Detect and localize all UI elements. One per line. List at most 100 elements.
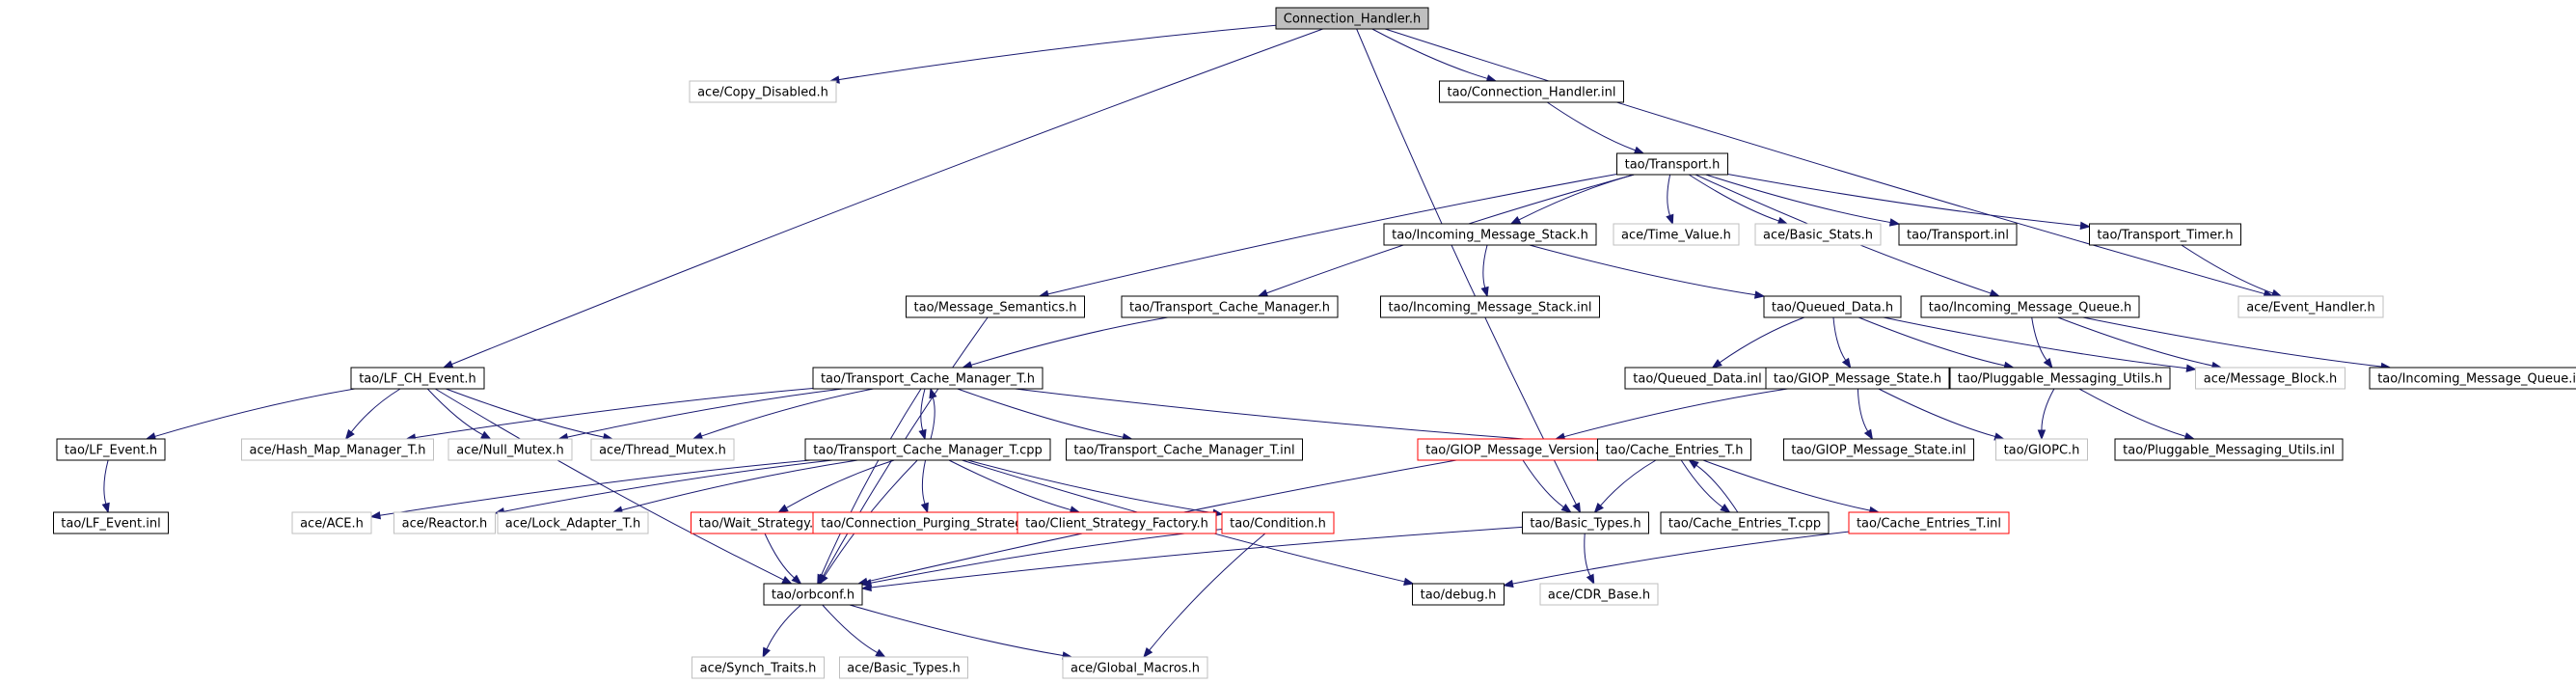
edge-basic-types-tao-to-cdr-base: [1584, 533, 1591, 577]
node-ace-h[interactable]: ace/ACE.h: [291, 511, 372, 534]
edge-arrowhead: [480, 430, 492, 440]
node-tcm-h[interactable]: tao/Transport_Cache_Manager.h: [1121, 295, 1339, 318]
node-box: [2195, 367, 2346, 390]
node-msg-sem[interactable]: tao/Message_Semantics.h: [906, 295, 1085, 318]
node-basic-types-tao[interactable]: tao/Basic_Types.h: [1522, 511, 1649, 534]
node-box: [1412, 583, 1505, 606]
node-tcmt-cpp[interactable]: tao/Transport_Cache_Manager_T.cpp: [804, 438, 1051, 461]
node-label: ace/CDR_Base.h: [1548, 588, 1650, 603]
edge-transport-h-to-transport-timer: [1727, 174, 2081, 227]
edge-arrowhead: [2043, 357, 2053, 369]
node-basic-types-ace[interactable]: ace/Basic_Types.h: [839, 656, 968, 679]
node-pmu-h[interactable]: tao/Pluggable_Messaging_Utils.h: [1949, 367, 2171, 390]
node-cache-entries-inl[interactable]: tao/Cache_Entries_T.inl: [1848, 511, 2010, 534]
node-pmu-inl[interactable]: tao/Pluggable_Messaging_Utils.inl: [2114, 438, 2344, 461]
edge-wait-strategy-to-orbconf: [764, 533, 795, 579]
node-lf-event-inl[interactable]: tao/LF_Event.inl: [53, 511, 169, 534]
node-box: [1522, 511, 1649, 534]
node-tcmt-h[interactable]: tao/Transport_Cache_Manager_T.h: [812, 367, 1044, 390]
edge-root-to-ch-inl: [1371, 28, 1488, 79]
edge-arrowhead: [875, 648, 886, 658]
node-label: tao/Pluggable_Messaging_Utils.inl: [2123, 444, 2335, 458]
node-hash-map[interactable]: ace/Hash_Map_Manager_T.h: [241, 438, 434, 461]
node-global-macros[interactable]: ace/Global_Macros.h: [1062, 656, 1208, 679]
edge-arrowhead: [860, 583, 872, 592]
node-label: tao/Connection_Handler.inl: [1447, 86, 1615, 100]
edge-queued-h-to-pmu-h: [1857, 316, 2005, 367]
node-debug[interactable]: tao/debug.h: [1412, 583, 1505, 606]
node-orbconf[interactable]: tao/orbconf.h: [763, 583, 863, 606]
node-label: tao/Pluggable_Messaging_Utils.h: [1958, 372, 2162, 387]
node-null-mutex[interactable]: ace/Null_Mutex.h: [447, 438, 573, 461]
node-label: tao/Cache_Entries_T.cpp: [1668, 517, 1821, 532]
node-label: tao/Transport.h: [1625, 158, 1721, 173]
node-label: tao/Queued_Data.inl: [1633, 372, 1762, 387]
edge-arrowhead: [1560, 504, 1572, 513]
node-cache-entries-cpp[interactable]: tao/Cache_Entries_T.cpp: [1660, 511, 1830, 534]
node-giop-state-h[interactable]: tao/GIOP_Message_State.h: [1765, 367, 1950, 390]
node-queued-inl[interactable]: tao/Queued_Data.inl: [1624, 367, 1771, 390]
edge-orbconf-to-synch-traits: [766, 604, 801, 650]
edge-arrowhead: [442, 360, 454, 369]
node-cache-entries-h[interactable]: tao/Cache_Entries_T.h: [1597, 438, 1751, 461]
node-client-strat[interactable]: tao/Client_Strategy_Factory.h: [1017, 511, 1217, 534]
node-box: [1949, 367, 2171, 390]
node-transport-inl[interactable]: tao/Transport.inl: [1898, 223, 2018, 246]
node-thread-mutex[interactable]: ace/Thread_Mutex.h: [590, 438, 735, 461]
node-ims-inl[interactable]: tao/Incoming_Message_Stack.inl: [1380, 295, 1600, 318]
node-basic-stats[interactable]: ace/Basic_Stats.h: [1754, 223, 1882, 246]
node-label: tao/Connection_Purging_Strategy.h: [821, 517, 1041, 532]
node-box: [2089, 223, 2241, 246]
node-giopc[interactable]: tao/GIOPC.h: [1995, 438, 2088, 461]
node-tcmt-inl[interactable]: tao/Transport_Cache_Manager_T.inl: [1066, 438, 1303, 461]
node-label: tao/Message_Semantics.h: [914, 301, 1077, 315]
node-label: tao/Cache_Entries_T.h: [1606, 444, 1744, 458]
node-label: tao/Transport_Cache_Manager.h: [1129, 301, 1330, 315]
node-giop-state-inl[interactable]: tao/GIOP_Message_State.inl: [1783, 438, 1974, 461]
node-label: tao/GIOP_Message_State.inl: [1791, 444, 1966, 458]
edge-tcmt-cpp-to-conn-purging: [921, 459, 927, 505]
node-label: tao/debug.h: [1421, 588, 1497, 603]
node-copy-disabled[interactable]: ace/Copy_Disabled.h: [689, 80, 837, 103]
node-ims-h[interactable]: tao/Incoming_Message_Stack.h: [1383, 223, 1597, 246]
node-box: [763, 583, 863, 606]
node-wait-strategy[interactable]: tao/Wait_Strategy.h: [691, 511, 829, 534]
node-box: [1898, 223, 2018, 246]
node-box: [2114, 438, 2344, 461]
node-transport-h[interactable]: tao/Transport.h: [1616, 152, 1728, 176]
node-box: [1121, 295, 1339, 318]
node-box: [1066, 438, 1303, 461]
node-condition[interactable]: tao/Condition.h: [1221, 511, 1335, 534]
node-time-value[interactable]: ace/Time_Value.h: [1613, 223, 1740, 246]
node-lf-event-h[interactable]: tao/LF_Event.h: [56, 438, 166, 461]
edge-pmu-h-to-pmu-inl: [2078, 388, 2186, 437]
edge-tcmt-cpp-to-tcmt-h: [930, 397, 935, 440]
edge-lf-ch-to-thread-mutex: [446, 388, 605, 438]
node-queued-h[interactable]: tao/Queued_Data.h: [1763, 295, 1902, 318]
node-lock-adapter[interactable]: ace/Lock_Adapter_T.h: [497, 511, 649, 534]
node-giop-version[interactable]: tao/GIOP_Message_Version.h: [1417, 438, 1615, 461]
node-event-handler[interactable]: ace/Event_Handler.h: [2237, 295, 2384, 318]
node-msg-block[interactable]: ace/Message_Block.h: [2195, 367, 2346, 390]
node-transport-timer[interactable]: tao/Transport_Timer.h: [2089, 223, 2241, 246]
node-box: [906, 295, 1085, 318]
node-imq-h[interactable]: tao/Incoming_Message_Queue.h: [1920, 295, 2140, 318]
node-box: [812, 367, 1044, 390]
node-conn-purging[interactable]: tao/Connection_Purging_Strategy.h: [812, 511, 1049, 534]
node-root[interactable]: Connection_Handler.h: [1275, 7, 1429, 30]
node-imq-inl[interactable]: tao/Incoming_Message_Queue.inl: [2369, 367, 2576, 390]
edge-arrowhead: [1503, 579, 1514, 588]
node-cdr-base[interactable]: ace/CDR_Base.h: [1539, 583, 1659, 606]
node-box: [689, 80, 837, 103]
node-lf-ch[interactable]: tao/LF_CH_Event.h: [350, 367, 485, 390]
node-synch-traits[interactable]: ace/Synch_Traits.h: [691, 656, 825, 679]
edge-imq-h-to-pmu-h: [2031, 316, 2047, 362]
edge-cache-entries-cpp-to-cache-entries-h: [1695, 464, 1739, 513]
node-ch-inl[interactable]: tao/Connection_Handler.inl: [1439, 80, 1624, 103]
node-label: ace/Reactor.h: [402, 517, 488, 532]
edge-giop-state-h-to-giop-version: [1563, 388, 1788, 438]
node-box: [1995, 438, 2088, 461]
node-reactor[interactable]: ace/Reactor.h: [393, 511, 496, 534]
node-box: [1017, 511, 1217, 534]
edge-arrowhead: [1720, 504, 1731, 513]
